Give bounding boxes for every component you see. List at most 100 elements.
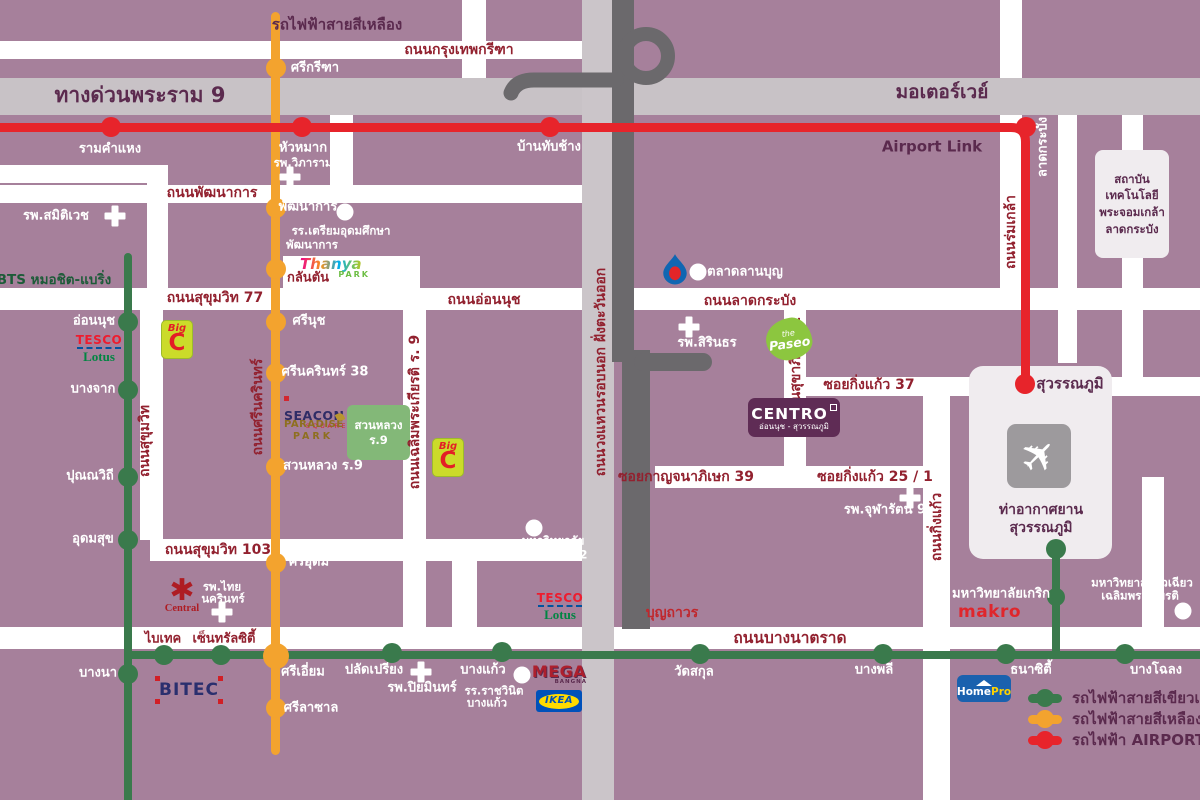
ram2-university-marker <box>525 519 543 537</box>
paradise-park-text: PARK <box>292 431 334 442</box>
station-pladpriang <box>382 643 402 663</box>
legend-label-yellow: รถไฟฟ้าสายสีเหลือง <box>1072 710 1200 728</box>
central-flower-icon: ✱ <box>169 573 195 608</box>
station-udomsuk <box>118 530 138 550</box>
chularat9-hospital-icon <box>899 487 921 509</box>
label-triamudom-school-2: พัฒนาการ <box>286 237 338 252</box>
label-station-bitec: ไบเทค <box>144 631 182 647</box>
station-kalantan <box>266 259 286 279</box>
label-station-suvarnabhumi: สุวรรณภูมิ <box>1036 374 1104 393</box>
station-sriiam-interchange <box>263 643 289 669</box>
thanya-park-logo: Thanya PARK <box>300 257 370 279</box>
road-connector-452 <box>452 539 477 649</box>
paradise-text: PARADISE <box>284 419 344 430</box>
legend: รถไฟฟ้าสายสีเขียวเข้มรถไฟฟ้าสายสีเหลืองร… <box>1028 689 1200 752</box>
label-station-pladpriang: ปลัดเปรียง <box>344 662 404 678</box>
bitec-text: BITEC <box>159 680 219 700</box>
bigc-big-text: Big <box>438 441 458 452</box>
station-watsakun <box>690 644 710 664</box>
legend-label-green: รถไฟฟ้าสายสีเขียวเข้ม <box>1072 689 1200 707</box>
label-station-bangchalong: บางโฉลง <box>1129 662 1183 678</box>
ikea-logo: IKEA <box>536 690 582 712</box>
road-krungthep-kreetha <box>0 41 585 59</box>
label-station-bantubchang: บ้านทับช้าง <box>517 139 581 155</box>
road-kmitl-left <box>1058 113 1077 363</box>
label-sukhumvit-road: ถนนสุขุมวิท <box>136 404 153 478</box>
station-bangchalong <box>1115 644 1135 664</box>
central-logo: ✱ Central <box>162 573 202 615</box>
label-ram2-university-2: รามคำแหง 2 <box>520 547 588 562</box>
label-outer-ring-road: ถนนวงแหวนรอบนอก ฝั่งตะวันออก <box>592 267 609 477</box>
label-krungthep-kreetha-road: ถนนกรุงเทพกรีฑา <box>404 41 514 58</box>
label-chularat9-hospital: รพ.จุฬารัตน์ 9 <box>843 502 927 518</box>
centro-text: CENTRO <box>751 404 837 422</box>
legend-yellow-station-icon <box>1036 710 1054 728</box>
legend-yellow-line-icon <box>1028 710 1062 728</box>
label-thainakarin-hospital-1: รพ.ไทย <box>202 579 242 594</box>
park-name-line2: ร.9 <box>369 432 388 447</box>
kmitl-line1: สถาบัน <box>1114 171 1150 186</box>
road-connector-top <box>462 0 486 80</box>
label-station-ramkhamhaeng: รามคำแหง <box>78 141 142 157</box>
bigc-logo-suanluang: Big C <box>432 438 464 477</box>
label-station-pattanakarn: พัฒนาการ <box>278 199 338 215</box>
motorway-upper <box>612 0 634 362</box>
station-bitec <box>154 645 174 665</box>
legend-row-red: รถไฟฟ้า AIRPORT LINK <box>1028 731 1200 749</box>
lanboon-market-marker <box>689 263 707 281</box>
label-station-bangchak: บางจาก <box>70 381 116 397</box>
station-srinuch <box>266 312 286 332</box>
airport-icon-tile: ✈ <box>1007 424 1071 488</box>
label-kingkaew37: ซอยกิ่งแก้ว 37 <box>823 376 915 393</box>
piyamin-hospital-icon <box>410 661 432 683</box>
wipharam-hospital-icon <box>279 166 301 188</box>
station-srinakarin38 <box>266 363 286 383</box>
kmitl-line2: เทคโนโลยี <box>1105 188 1159 203</box>
bigc-c-text: C <box>439 448 457 474</box>
bigc-logo-onnut: Big C <box>161 320 193 359</box>
label-chalermprakiat-road: ถนนเฉลิมพระเกียรติ ร. 9 <box>406 334 423 490</box>
label-station-onnut: อ่อนนุช <box>72 313 116 329</box>
motorway-lower <box>622 350 650 629</box>
green-line-sukhumvit <box>124 253 132 800</box>
label-lanboon-market: ตลาดลานบุญ <box>707 264 783 280</box>
label-sirindhorn-hospital: รพ.สิรินธร <box>677 335 737 351</box>
label-samitivej-hospital: รพ.สมิติเวช <box>22 208 90 224</box>
homepro-logo: HomePro <box>957 675 1011 702</box>
bigc-big-text: Big <box>167 323 187 334</box>
makro-logo: makro <box>958 604 1021 621</box>
station-centralcity <box>211 645 231 665</box>
station-bangkaew <box>492 642 512 662</box>
thanya-park-text: PARK <box>338 270 370 279</box>
label-ladkrabang-road: ถนนลาดกระบัง <box>703 292 797 309</box>
suanluang-r9-park: สวนหลวง ร.9 <box>347 405 410 460</box>
tesco-divider <box>538 605 582 607</box>
station-bangphli <box>873 644 893 664</box>
ikea-oval: IKEA <box>539 693 579 709</box>
seacon-text: SEACON <box>284 396 348 422</box>
label-station-bangna: บางนา <box>78 665 118 681</box>
bitec-corner-icon <box>155 676 160 681</box>
thanya-text: Thanya <box>300 257 370 272</box>
pro-text: Pro <box>991 685 1012 698</box>
station-suvarnabhumi-south <box>1046 539 1066 559</box>
mega-bangna-logo: MEGA BANGNA <box>531 664 587 686</box>
legend-red-line-icon <box>1028 731 1062 749</box>
label-krirk-university: มหาวิทยาลัยเกริก <box>952 586 1050 602</box>
lotus-text: Lotus <box>544 607 576 622</box>
paseo-text: Paseo <box>768 332 812 354</box>
label-sukhumvit77-road: ถนนสุขุมวิท 77 <box>166 289 264 306</box>
paradise-park-logo: PARADISE PARK <box>284 411 346 442</box>
label-station-srinakarin38: ศรีนครินทร์ 38 <box>281 364 369 380</box>
label-station-centralcity: เซ็นทรัลซิตี้ <box>192 631 256 647</box>
label-station-srikreetha: ศรีกรีฑา <box>290 60 340 76</box>
station-onnut <box>118 312 138 332</box>
airport-name-line1: ท่าอากาศยาน <box>998 502 1084 518</box>
tesco-lotus-logo-bangna: TESCO Lotus <box>536 592 584 621</box>
station-pattanakarn <box>266 198 286 218</box>
legend-green-line-icon <box>1028 689 1062 707</box>
kmitl-line4: ลาดกระบัง <box>1105 221 1159 236</box>
homepro-text: HomePro <box>957 687 1011 698</box>
station-srikreetha <box>266 58 286 78</box>
